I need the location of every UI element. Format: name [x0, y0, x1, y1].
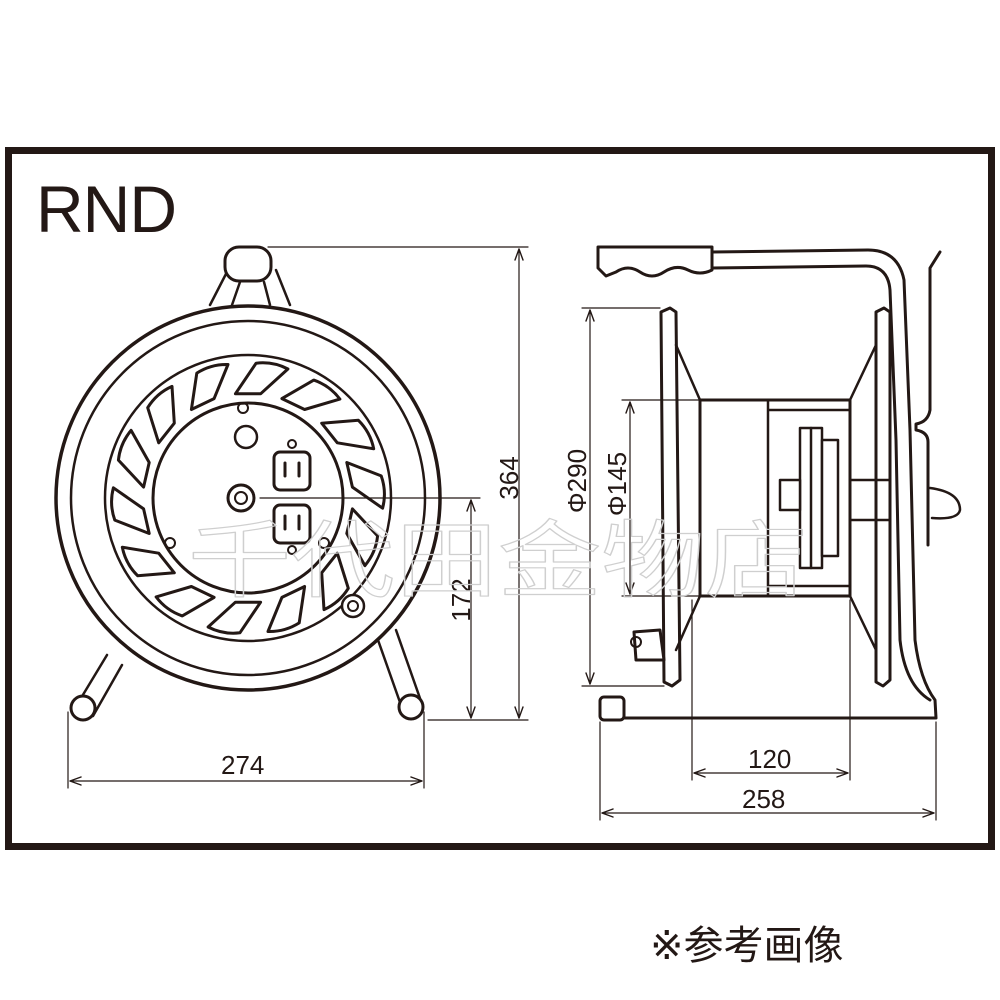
dim-height-total: 364: [494, 456, 524, 499]
front-screw: [340, 593, 366, 619]
vent-slot: [110, 486, 151, 535]
side-back-hook: [914, 250, 942, 547]
outlet-lower: [272, 503, 312, 555]
dim-center-height: 172: [446, 578, 476, 621]
dim-flange-diameter: Φ290: [562, 449, 592, 513]
vent-slot: [233, 361, 290, 396]
vent-slot: [146, 384, 176, 445]
vent-slot: [345, 461, 386, 510]
outlet-upper: [272, 439, 312, 492]
front-hub-center: [226, 483, 256, 513]
side-foot-cap: [598, 695, 626, 722]
side-view: [596, 245, 962, 722]
dim-drum-diameter: Φ145: [602, 452, 632, 516]
vent-slot: [345, 507, 380, 568]
dim-depth-total: 258: [742, 784, 785, 814]
side-lock-knob: [632, 628, 666, 662]
dim-drum-width: 120: [748, 744, 791, 774]
front-top-knob: [223, 245, 273, 283]
front-view: [54, 245, 442, 722]
vent-slot: [116, 428, 151, 489]
side-handle-bar: [610, 248, 938, 720]
vent-slot: [320, 418, 376, 451]
vent-slot: [280, 378, 342, 411]
side-flange-left: [659, 306, 682, 688]
vent-slot: [266, 585, 307, 634]
vent-slot: [189, 362, 230, 411]
dimension-lines: [67, 246, 937, 821]
front-left-foot: [69, 694, 97, 722]
front-hub-hole: [233, 424, 259, 450]
watermark-text: 千代田金物店: [188, 512, 808, 610]
vent-slot: [206, 600, 263, 635]
side-flange-right: [874, 306, 892, 688]
reference-image-note: ※参考画像: [650, 923, 844, 969]
side-outlet-block: [778, 426, 840, 570]
dim-width-front: 274: [221, 750, 264, 780]
front-right-foot: [397, 693, 425, 721]
side-handle-grip: [596, 245, 714, 278]
model-title: RND: [36, 172, 177, 246]
vent-slot: [320, 551, 350, 612]
side-drum: [698, 398, 852, 598]
front-vent-slots: [110, 361, 386, 635]
vent-slot: [120, 545, 176, 578]
vent-slot: [154, 585, 216, 618]
